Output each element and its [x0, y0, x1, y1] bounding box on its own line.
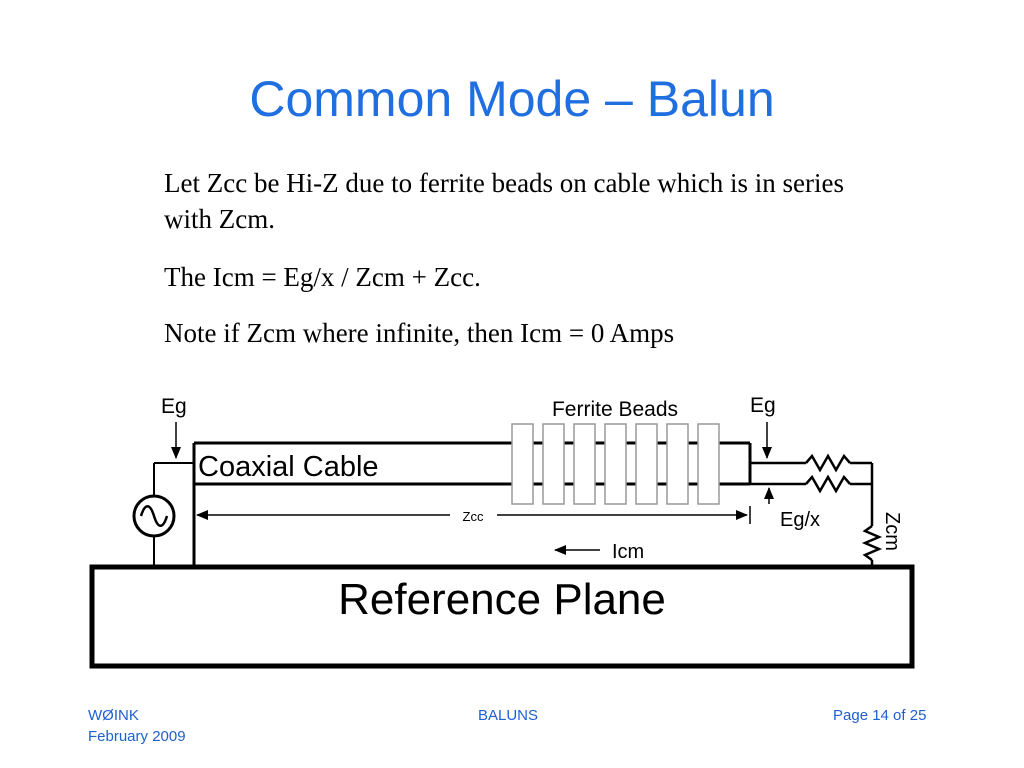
footer-page-number: Page 14 of 25 — [833, 707, 927, 724]
eg-right-label: Eg — [750, 394, 776, 417]
reference-plane — [89, 564, 915, 669]
zcm-label: Zcm — [881, 512, 903, 551]
ferrite-bead — [542, 423, 565, 505]
slide-title: Common Mode – Balun — [249, 71, 775, 127]
coaxial-cable-label: Coaxial Cable — [198, 451, 379, 483]
icm-label: Icm — [612, 541, 644, 563]
slide-body: Let Zcc be Hi-Z due to ferrite beads on … — [164, 165, 864, 371]
bullet-infinite-zcm: Note if Zcm where infinite, then Icm = 0… — [164, 318, 675, 348]
load-resistor-bottom — [805, 474, 851, 494]
footer-callsign: WØINK — [88, 707, 139, 724]
ferrite-beads — [511, 423, 720, 505]
footer-date: February 2009 — [88, 728, 186, 745]
eg-left-label: Eg — [161, 395, 187, 418]
footer-topic: BALUNS — [478, 707, 539, 724]
egx-label: Eg/x — [780, 509, 820, 531]
ferrite-bead — [697, 423, 720, 505]
zcc-label: Zcc — [463, 509, 484, 524]
zcm-resistor — [861, 524, 883, 562]
ferrite-bead — [635, 423, 658, 505]
ferrite-bead — [604, 423, 627, 505]
bullet-icm-formula: The Icm = Eg/x / Zcm + Zcc. — [164, 262, 481, 292]
sine-wave-icon — [139, 505, 169, 527]
ferrite-bead — [666, 423, 689, 505]
load-resistor-top — [805, 453, 851, 473]
ferrite-bead — [573, 423, 596, 505]
footer-author: WØINK February 2009 — [88, 705, 186, 747]
ferrite-beads-label: Ferrite Beads — [552, 398, 678, 421]
reference-plane-label: Reference Plane — [338, 575, 666, 624]
bullet-zcc: Let Zcc be Hi-Z due to ferrite beads on … — [164, 168, 844, 234]
ferrite-bead — [511, 423, 534, 505]
